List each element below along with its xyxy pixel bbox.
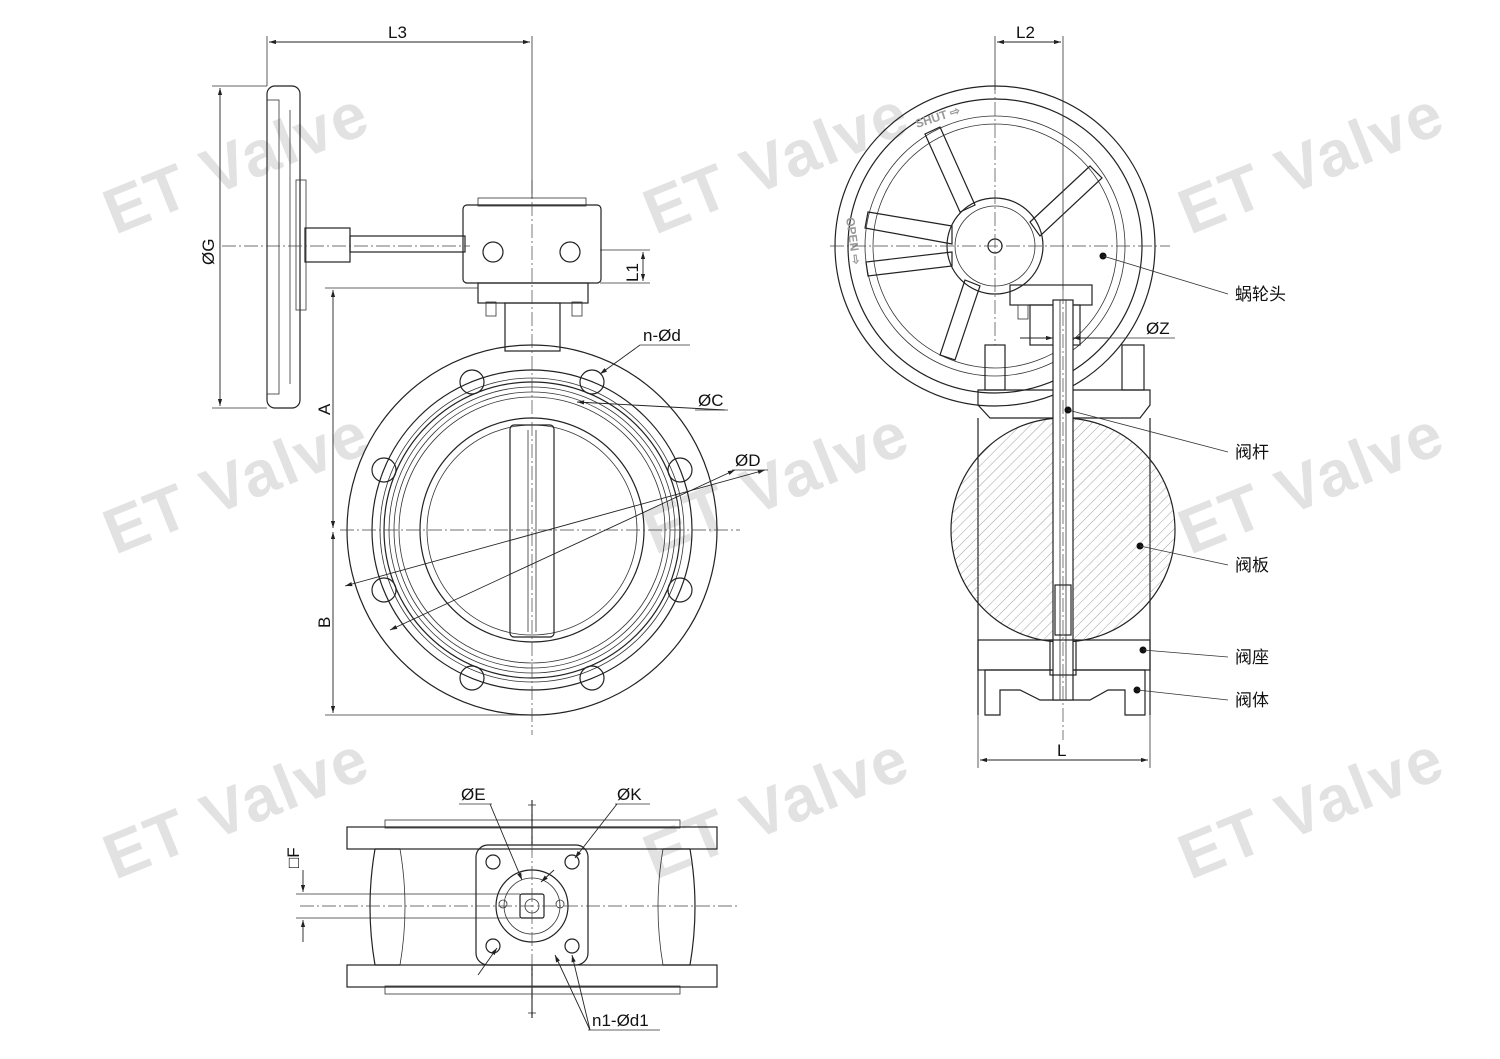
dim-d: ØD (735, 451, 761, 470)
dim-l2: L2 (1016, 23, 1035, 42)
label-seat: 阀座 (1235, 648, 1269, 668)
side-view: SHUT ⇨ OPEN ⇨ L2 ØZ (830, 23, 1286, 768)
wheel-spokes (864, 126, 1103, 361)
dim-l1: L1 (623, 263, 642, 282)
watermark: ET Valve (633, 722, 919, 893)
dim-c: ØC (698, 391, 724, 410)
dim-f: □F (284, 847, 303, 868)
label-disc: 阀板 (1235, 556, 1269, 576)
watermark: ET Valve (1168, 77, 1454, 248)
wheel-shut-text: SHUT ⇨ (914, 103, 962, 131)
dim-a: A (315, 403, 334, 415)
dim-n1d1: n1-Ød1 (592, 1011, 649, 1030)
watermark: ET Valve (1168, 722, 1454, 893)
label-body: 阀体 (1235, 691, 1269, 711)
wheel-open-text: OPEN ⇨ (843, 216, 863, 265)
watermark: ET Valve (633, 77, 919, 248)
watermark: ET Valve (93, 397, 379, 568)
dim-nd: n-Ød (643, 326, 681, 345)
label-stem: 阀杆 (1235, 443, 1269, 463)
watermark: ET Valve (1168, 397, 1454, 568)
top-view: □F ØE ØK n1-Ød1 (284, 785, 740, 1031)
watermark: ET Valve (93, 722, 379, 893)
dim-b: B (315, 617, 334, 628)
dim-k: ØK (617, 785, 642, 804)
watermark: ET Valve (93, 77, 379, 248)
part-callouts: 蜗轮头 阀杆 阀板 阀座 阀体 (1064, 252, 1286, 711)
dim-z: ØZ (1146, 319, 1170, 338)
dim-l: L (1057, 741, 1066, 760)
watermark-layer: ET Valve ET Valve ET Valve ET Valve ET V… (93, 77, 1454, 893)
label-worm-head: 蜗轮头 (1235, 285, 1286, 305)
front-view: L3 ØG L1 A B n-Ød ØC ØD (199, 23, 768, 735)
dim-l3: L3 (388, 23, 407, 42)
dim-e: ØE (461, 785, 486, 804)
dim-g: ØG (199, 239, 218, 265)
